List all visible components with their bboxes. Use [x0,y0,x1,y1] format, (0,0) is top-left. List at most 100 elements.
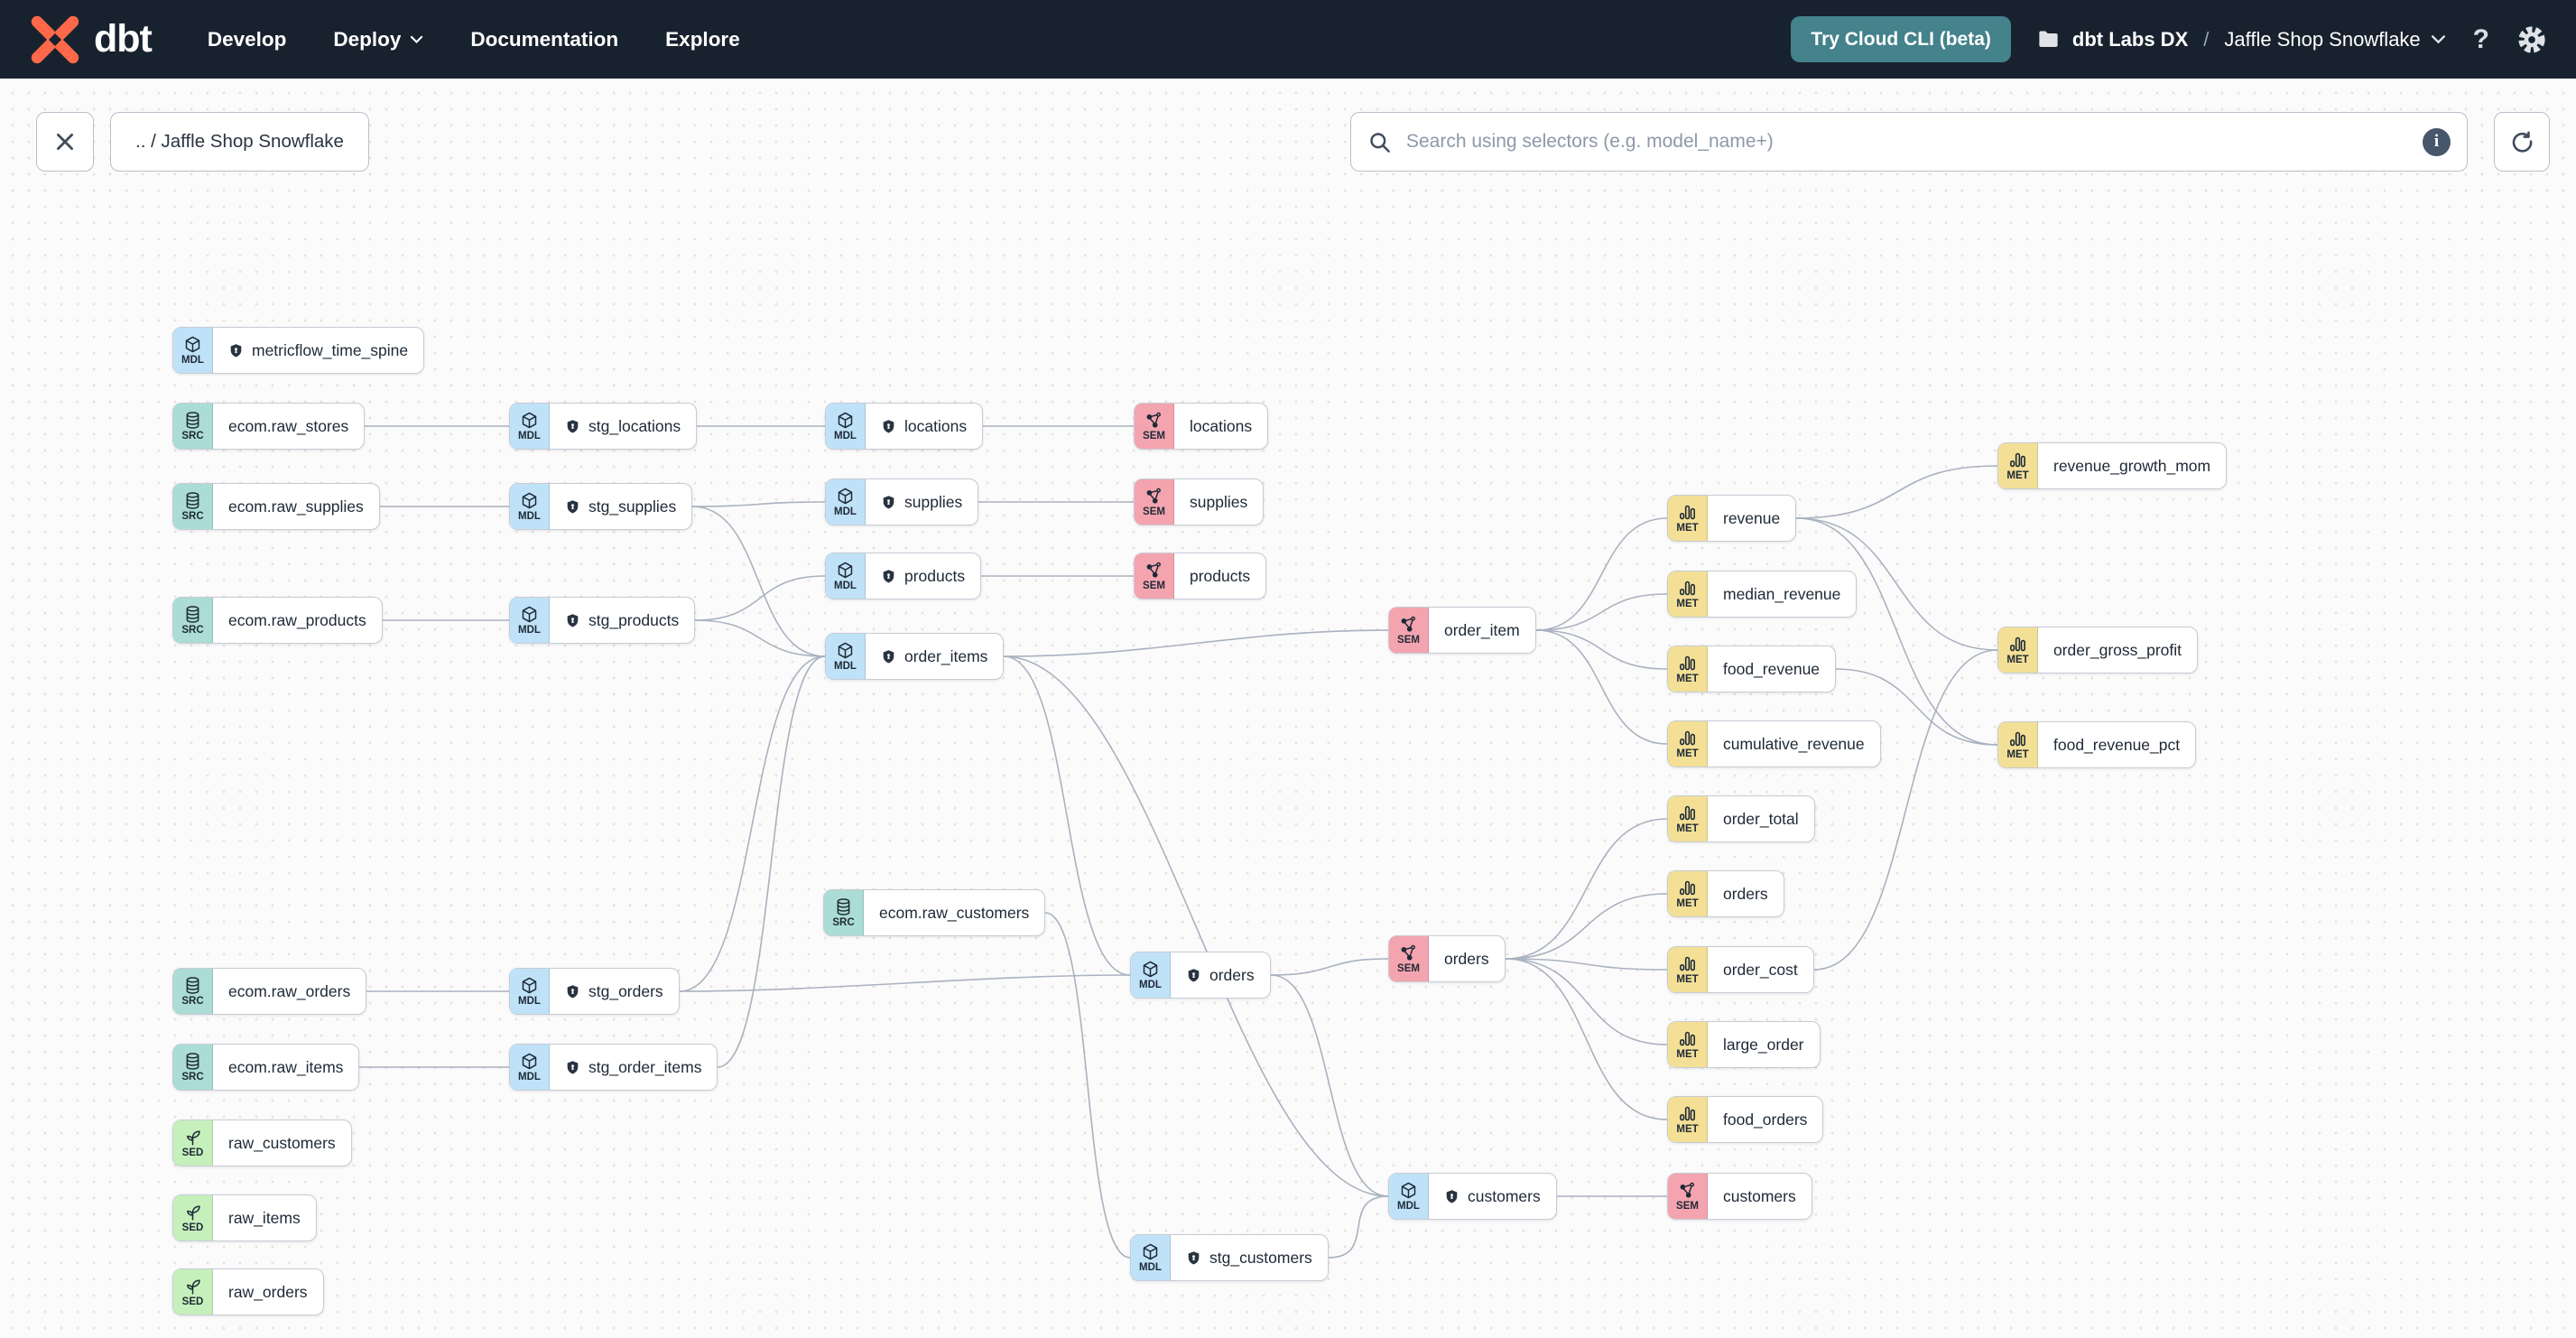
node-name-text: stg_orders [588,981,663,1000]
node-stg_products[interactable]: MDL stg_products [509,597,696,644]
shield-icon [228,343,244,358]
cube-icon: MDL [826,404,866,449]
node-name-text: cumulative_revenue [1723,734,1865,753]
node-type-label: MDL [834,580,857,591]
semantic-graph-icon: SEM [1135,479,1174,525]
node-label: order_items [866,634,1003,679]
info-icon[interactable]: i [2423,127,2451,156]
shield-icon [565,419,580,434]
refresh-button[interactable] [2494,112,2550,172]
metric-bars-icon: MET [1668,947,1708,992]
folder-icon [2036,27,2061,51]
search-input[interactable] [1404,130,2410,153]
node-name-text: products [904,566,966,585]
node-name-text: food_revenue_pct [2053,735,2181,754]
cube-icon: MDL [173,328,213,373]
node-met_cumulative_revenue[interactable]: MET cumulative_revenue [1667,720,1881,767]
node-name-text: stg_products [588,610,680,629]
nav-item-explore[interactable]: Explore [665,28,740,51]
selector-search-bar: i [1350,112,2468,172]
shield-icon [565,499,580,515]
node-label: locations [1174,404,1267,449]
close-lineage-button[interactable] [36,112,94,172]
account-name[interactable]: dbt Labs DX [2071,27,2189,51]
node-label: customers [1708,1174,1812,1219]
lineage-breadcrumb[interactable]: .. / Jaffle Shop Snowflake [110,112,369,172]
help-icon[interactable]: ? [2472,23,2489,54]
node-label: locations [866,404,982,449]
try-cloud-cli-button[interactable]: Try Cloud CLI (beta) [1791,16,2011,62]
dbt-logo[interactable]: dbt [29,14,153,66]
nav-item-documentation[interactable]: Documentation [470,28,618,51]
node-name-text: orders [1723,884,1768,903]
database-icon: SRC [173,404,213,449]
node-type-label: MET [1676,1048,1699,1060]
node-label: ecom.raw_supplies [213,484,379,529]
node-type-label: MDL [518,624,541,636]
metric-bars-icon: MET [1998,627,2038,673]
metric-bars-icon: MET [1668,721,1708,767]
node-type-label: SED [181,1147,204,1158]
cube-icon: MDL [826,553,866,599]
nav-item-label: Documentation [470,27,619,51]
node-name-text: supplies [904,492,963,511]
node-products[interactable]: MDL products [825,553,982,599]
dbt-logo-icon [29,14,81,66]
metric-bars-icon: MET [1998,722,2038,767]
node-met_food_revenue_pct[interactable]: MET food_revenue_pct [1997,721,2197,768]
database-icon: SRC [173,1045,213,1090]
node-label: stg_products [550,598,694,643]
node-name-text: customers [1723,1186,1796,1205]
nav-item-deploy[interactable]: Deploy [333,28,423,51]
node-type-label: SRC [181,430,204,441]
node-label: ecom.raw_stores [213,404,364,449]
database-icon: SRC [173,969,213,1014]
node-type-label: MET [2006,654,2029,665]
node-name-text: order_cost [1723,960,1798,979]
project-selector[interactable]: Jaffle Shop Snowflake [2224,28,2445,51]
node-name-text: stg_customers [1209,1248,1312,1267]
account-breadcrumb: dbt Labs DX / Jaffle Shop Snowflake [2036,27,2446,51]
node-met_order_cost[interactable]: MET order_cost [1667,946,1814,993]
node-label: stg_customers [1171,1235,1328,1280]
gear-icon[interactable] [2516,24,2547,55]
cube-icon: MDL [510,404,550,449]
node-name-text: food_orders [1723,1110,1808,1129]
node-src_raw_stores[interactable]: SRC ecom.raw_stores [172,403,366,450]
nav-item-develop[interactable]: Develop [208,28,287,51]
